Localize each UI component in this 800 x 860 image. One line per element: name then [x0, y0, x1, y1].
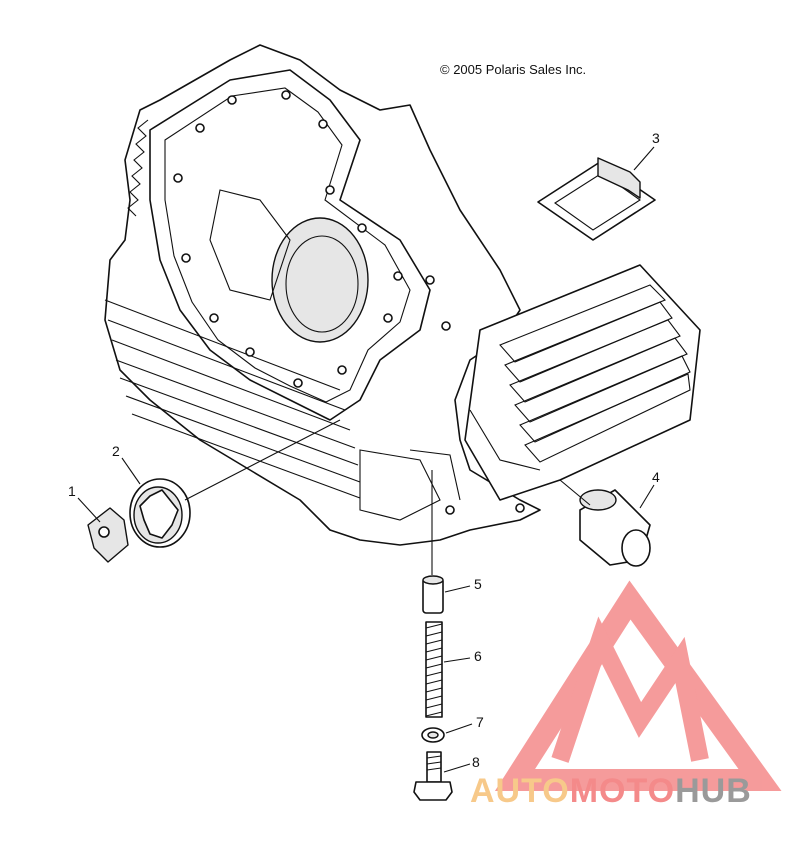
part-4-oil-filter	[559, 479, 651, 567]
part-7-washer	[421, 727, 445, 743]
callout-1: 1	[68, 483, 76, 499]
watermark-part-hub: HUB	[675, 772, 752, 810]
callout-4: 4	[652, 469, 660, 485]
callout-3: 3	[652, 130, 660, 146]
watermark-part-moto: MOTO	[569, 772, 676, 810]
callout-6: 6	[474, 648, 482, 664]
watermark-logo	[494, 580, 782, 791]
callout-7: 7	[476, 714, 484, 730]
finned-cover	[464, 264, 701, 501]
callout-2: 2	[112, 443, 120, 459]
callout-8: 8	[472, 754, 480, 770]
part-5-plunger	[422, 575, 444, 614]
part-3-gasket	[537, 157, 656, 241]
watermark-part-auto: AUTO	[470, 772, 570, 810]
leader-lines	[77, 146, 655, 773]
crankcase-housing	[104, 44, 541, 546]
part-6-spring	[425, 621, 443, 718]
part-1-inner-rotor	[87, 507, 129, 563]
part-8-bolt	[413, 751, 453, 801]
callout-5: 5	[474, 576, 482, 592]
part-2-outer-rotor	[129, 419, 341, 548]
copyright-notice: © 2005 Polaris Sales Inc.	[440, 62, 587, 77]
watermark-text: AUTOMOTOHUB	[470, 772, 752, 811]
